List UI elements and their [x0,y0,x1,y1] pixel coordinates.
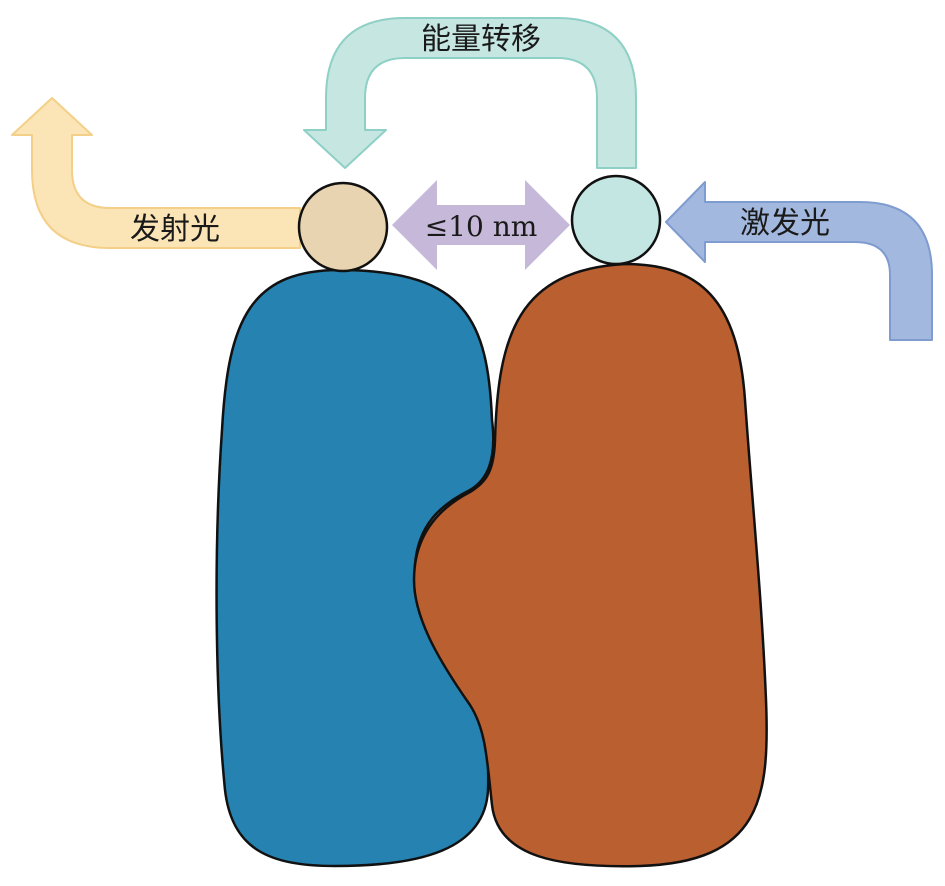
excitation-arrow [665,181,933,341]
energy-transfer-label: 能量转移 [421,22,541,57]
distance-arrow [392,180,570,270]
emitted-light-label: 发射光 [130,212,220,247]
donor-fluorophore [570,174,662,266]
left-protein [215,268,495,868]
distance-label: ≤10 nm [425,210,538,243]
excitation-light-label: 激发光 [740,206,830,241]
energy-transfer-arrow [303,17,637,169]
right-protein [412,262,768,868]
acceptor-fluorophore [297,181,389,273]
emission-arrow [11,97,301,249]
